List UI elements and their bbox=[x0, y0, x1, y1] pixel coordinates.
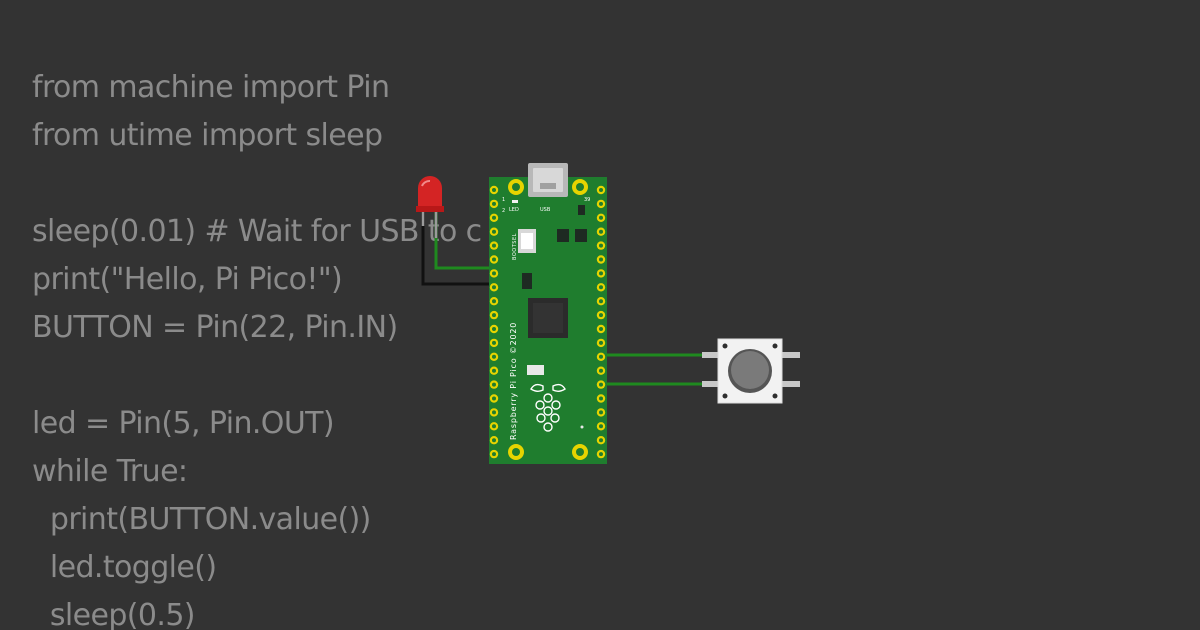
crystal-icon bbox=[527, 365, 544, 375]
code-line: from machine import Pin bbox=[32, 70, 390, 105]
header-pin-hole bbox=[599, 285, 603, 290]
header-pin-hole bbox=[492, 452, 496, 457]
test-point-icon bbox=[580, 425, 584, 429]
mounting-hole-icon bbox=[572, 179, 588, 195]
code-line: print("Hello, Pi Pico!") bbox=[32, 262, 343, 297]
header-pin-hole bbox=[492, 327, 496, 331]
pin-header-left bbox=[489, 185, 499, 459]
rp2040-chip-icon bbox=[528, 298, 568, 338]
header-pin-hole bbox=[599, 382, 603, 387]
pushbutton-icon[interactable] bbox=[702, 338, 800, 404]
header-pin-hole bbox=[492, 424, 496, 429]
header-pin-hole bbox=[599, 354, 603, 359]
pin-label-39: 39 bbox=[584, 197, 590, 203]
header-pin-hole bbox=[492, 438, 496, 443]
pico-board[interactable]: 1 2 39 LED USB BOOTSEL bbox=[489, 163, 607, 464]
bootsel-button[interactable] bbox=[518, 229, 536, 253]
mounting-hole-icon bbox=[508, 444, 524, 460]
header-pin-hole bbox=[599, 271, 603, 276]
header-pin-hole bbox=[492, 229, 496, 234]
header-pin-hole bbox=[599, 257, 603, 262]
led-silkscreen-label: LED bbox=[509, 207, 519, 213]
header-pin-hole bbox=[492, 215, 496, 220]
header-pin-hole bbox=[599, 229, 603, 234]
led-icon[interactable] bbox=[416, 176, 444, 238]
header-pin-hole bbox=[599, 188, 603, 192]
pin-label-2: 2 bbox=[502, 208, 505, 214]
usb-connector-icon bbox=[528, 163, 568, 197]
header-pin-hole bbox=[492, 243, 496, 248]
header-pin-hole bbox=[492, 368, 496, 373]
header-pin-hole bbox=[492, 257, 496, 262]
code-line: from utime import sleep bbox=[32, 118, 383, 153]
code-line: while True: bbox=[32, 454, 188, 489]
header-pin-hole bbox=[599, 299, 603, 304]
mounting-hole-icon bbox=[508, 179, 524, 195]
code-editor[interactable]: from machine import Pin from utime impor… bbox=[32, 64, 482, 630]
header-pin-hole bbox=[599, 201, 603, 206]
header-pin-hole bbox=[599, 243, 603, 248]
wire-button-top[interactable] bbox=[594, 352, 720, 357]
header-pin-hole bbox=[492, 396, 496, 401]
onboard-led-icon bbox=[512, 200, 518, 203]
header-pin-hole bbox=[492, 340, 496, 345]
bootsel-label: BOOTSEL bbox=[512, 233, 518, 260]
header-pin-hole bbox=[599, 215, 603, 220]
chip-icon bbox=[575, 229, 587, 242]
header-pin-hole bbox=[599, 327, 603, 331]
pin-header-right bbox=[596, 185, 606, 459]
chip-icon bbox=[557, 229, 569, 242]
header-pin-hole bbox=[492, 382, 496, 387]
mounting-hole-icon bbox=[572, 444, 588, 460]
board-name-label: Raspberry Pi Pico ©2020 bbox=[509, 322, 518, 440]
chip-icon bbox=[578, 205, 585, 215]
header-pin-hole bbox=[599, 438, 603, 443]
pin-label-1: 1 bbox=[502, 197, 505, 203]
header-pin-hole bbox=[492, 188, 496, 192]
code-line: sleep(0.5) bbox=[32, 598, 196, 630]
wire-led-cathode[interactable] bbox=[421, 212, 498, 286]
header-pin-hole bbox=[599, 410, 603, 415]
code-line: BUTTON = Pin(22, Pin.IN) bbox=[32, 310, 398, 345]
usb-silkscreen-label: USB bbox=[540, 207, 551, 213]
code-line: print(BUTTON.value()) bbox=[32, 502, 372, 537]
code-line: led.toggle() bbox=[32, 550, 217, 585]
header-pin-hole bbox=[599, 424, 603, 429]
header-pin-hole bbox=[492, 271, 496, 276]
header-pin-hole bbox=[492, 299, 496, 304]
header-pin-hole bbox=[492, 354, 496, 359]
header-pin-hole bbox=[599, 368, 603, 373]
header-pin-hole bbox=[599, 452, 603, 457]
header-pin-hole bbox=[492, 201, 496, 206]
code-line: led = Pin(5, Pin.OUT) bbox=[32, 406, 335, 441]
header-pin-hole bbox=[492, 313, 496, 318]
header-pin-hole bbox=[599, 396, 603, 401]
code-line: sleep(0.01) # Wait for USB to c bbox=[32, 214, 482, 249]
header-pin-hole bbox=[492, 285, 496, 290]
wire-button-bottom[interactable] bbox=[594, 368, 720, 386]
header-pin-hole bbox=[599, 340, 603, 345]
header-pin-hole bbox=[599, 313, 603, 318]
raspberry-logo-icon bbox=[530, 383, 566, 432]
chip-icon bbox=[522, 273, 532, 289]
header-pin-hole bbox=[492, 410, 496, 415]
wire-led-anode[interactable] bbox=[434, 212, 498, 270]
